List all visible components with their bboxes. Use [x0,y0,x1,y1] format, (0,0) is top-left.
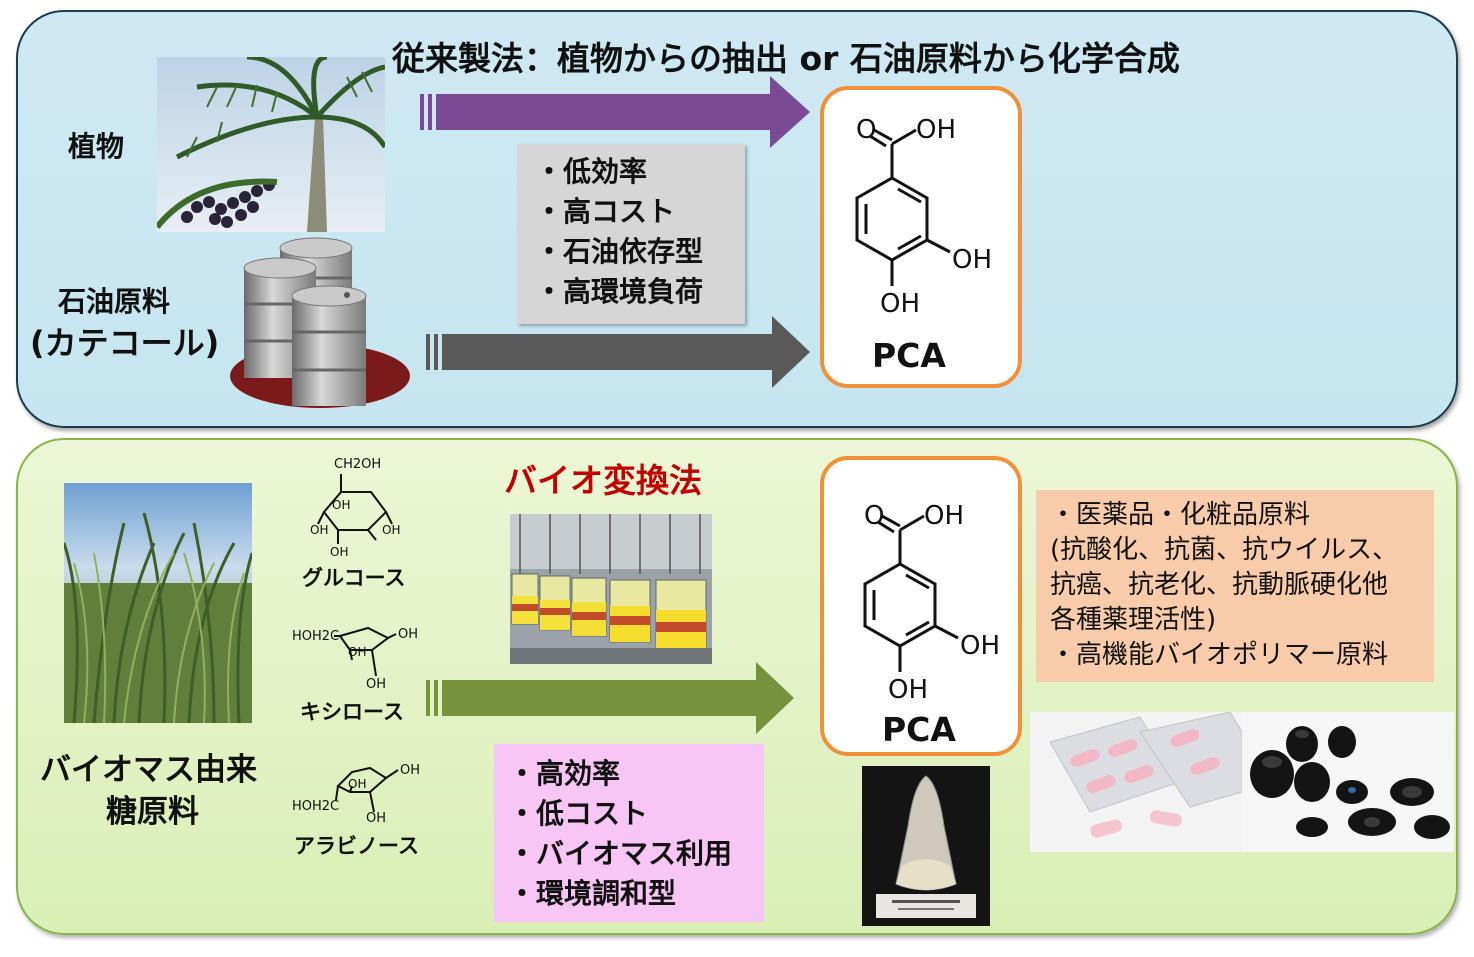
arabinose-label: アラビノース [294,834,419,858]
application-item: ・高機能バイオポリマー原料 [1050,640,1389,670]
advantage-item: ・高効率 [508,757,621,790]
advantage-item: ・低コスト [508,797,649,830]
sugar-group-label: HOH2C [292,799,339,814]
glucose-label: グルコース [302,566,406,590]
drawback-item: ・高環境負荷 [535,275,704,308]
biomass-label: バイオマス由来 [40,752,257,788]
application-item: 抗癌、抗老化、抗動脈硬化他 [1050,570,1389,600]
hydroxyl-3-label: OH [960,631,1000,661]
carboxyl-oh-label: OH [924,501,964,531]
sugar-group-label: OH [332,498,350,512]
sugar-feedstock-label: 糖原料 [106,794,199,830]
powder-sample-photo [862,766,990,926]
xylose-label: キシロース [300,700,404,724]
application-item: 各種薬理活性) [1050,605,1217,635]
conventional-title: 従来製法：植物からの抽出 or 石油原料から化学合成 [392,39,1180,78]
application-item: ・医薬品・化粧品原料 [1050,500,1311,530]
oxygen-label: O [864,501,884,531]
petroleum-label: 石油原料 [58,285,171,318]
carboxyl-oh-label: OH [916,115,956,145]
catechol-label: (カテコール) [30,324,220,362]
gray-arrow-icon [426,316,810,388]
sugar-group-label: CH2OH [334,457,381,472]
sugar-group-label: OH [382,523,400,537]
polymer-parts-photo [1242,712,1454,852]
drawback-item: ・低効率 [535,155,648,188]
drawback-item: ・石油依存型 [535,235,704,268]
sugar-group-label: HOH2C [292,629,339,644]
capsules-photo [1030,712,1242,852]
drawbacks-box: ・低効率 ・高コスト ・石油依存型 ・高環境負荷 [517,144,745,324]
pca-structure: O OH OH OH [863,501,1000,705]
purple-arrow-icon [420,76,810,148]
application-item: (抗酸化、抗菌、抗ウイルス、 [1050,535,1399,565]
sugar-group-label: OH [366,677,386,692]
green-arrow-icon [426,662,794,734]
sugar-group-label: OH [330,545,348,557]
bioconversion-title: バイオ変換法 [504,461,702,500]
oxygen-label: O [856,115,876,145]
plant-label: 植物 [68,130,125,163]
sugar-group-label: OH [366,811,386,826]
pca-structure: O OH OH OH [855,115,992,319]
advantages-box: ・高効率 ・低コスト ・バイオマス利用 ・環境調和型 [494,744,764,922]
pca-name: PCA [882,710,956,749]
oil-drums-icon [230,237,410,408]
palm-tree-photo [157,57,385,232]
sugarcane-photo [64,483,252,723]
sugar-group-label: OH [310,523,328,537]
hydroxyl-3-label: OH [952,245,992,275]
pca-box-bottom: O OH OH OH PCA [820,456,1022,756]
applications-box: ・医薬品・化粧品原料 (抗酸化、抗菌、抗ウイルス、 抗癌、抗老化、抗動脈硬化他 … [1036,490,1434,682]
pca-name: PCA [872,336,946,375]
pca-box-top: O OH OH OH PCA [820,86,1022,388]
sugar-group-label: OH [348,645,366,659]
advantage-item: ・環境調和型 [508,877,677,910]
hydroxyl-4-label: OH [880,289,920,319]
sugar-group-label: OH [348,777,366,791]
advantage-item: ・バイオマス利用 [508,837,733,870]
sugar-group-label: OH [400,763,420,778]
hydroxyl-4-label: OH [888,675,928,705]
xylose-structure: HOH2C OH OH OH [292,626,418,692]
arabinose-structure: OH OH OH HOH2C [292,763,420,826]
drawback-item: ・高コスト [535,195,676,228]
bioreactor-photo [510,514,712,664]
glucose-structure: CH2OH OH OH OH OH [310,457,400,557]
sugar-group-label: OH [398,627,418,642]
